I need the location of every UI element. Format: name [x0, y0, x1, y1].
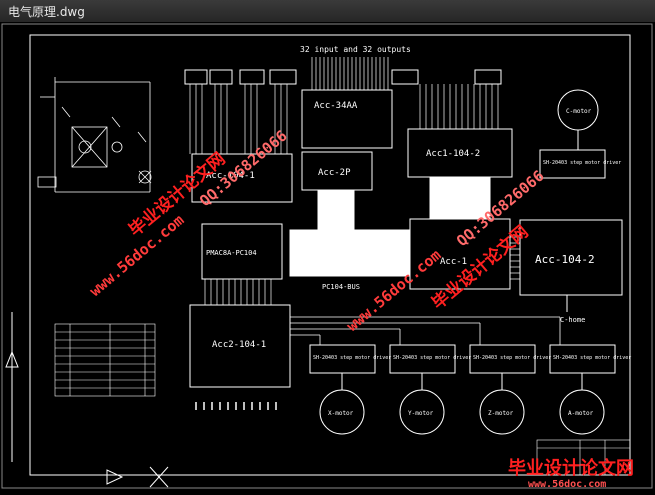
connector-3 — [239, 69, 265, 85]
label-acc2p: Acc-2P — [318, 168, 351, 178]
ribbon-top-center — [311, 57, 389, 90]
motor-x-label: X-motor — [328, 410, 354, 417]
connector-4 — [269, 69, 297, 85]
connector-6 — [474, 69, 502, 85]
outer-frame — [1, 23, 653, 489]
bus-bar — [289, 229, 411, 277]
connector-1 — [184, 69, 208, 85]
bus-riser-right — [429, 176, 491, 220]
window-titlebar: 电气原理.dwg — [0, 0, 655, 23]
motor-a-label: A-motor — [568, 410, 594, 417]
driver-c-label: SH-20403 step motor driver — [543, 160, 621, 166]
relay-schematic — [37, 77, 152, 193]
connector-5 — [391, 69, 419, 85]
sheet-border — [29, 34, 631, 476]
label-bus: PC104-BUS — [322, 283, 360, 291]
label-acc2-104-1: Acc2-104-1 — [212, 340, 266, 350]
label-acc34aa: Acc-34AA — [314, 101, 358, 111]
block-acc34aa — [301, 89, 393, 149]
label-acc104-2-right: Acc-104-2 — [535, 253, 595, 266]
cross-b — [149, 466, 169, 488]
connector-2 — [209, 69, 233, 85]
drawing-svg: 32 input and 32 outputs Acc-34AA Acc-2P … — [1, 23, 653, 490]
label-home: C-home — [560, 316, 585, 324]
label-acc104-2-top: Acc1-104-2 — [426, 149, 480, 159]
window-title: 电气原理.dwg — [8, 5, 85, 19]
bus-riser — [317, 189, 355, 233]
driver-c — [539, 149, 606, 179]
block-acc2-104-1 — [189, 304, 291, 388]
arrow-symbol — [106, 469, 124, 485]
block-acc104-2-right — [519, 219, 623, 296]
ribbon-top-right — [419, 84, 499, 129]
drawing-header: 32 input and 32 outputs — [300, 45, 411, 54]
parts-table — [54, 323, 156, 397]
title-block — [536, 439, 631, 476]
ribbon-mid-left — [204, 279, 272, 305]
watermarks: www.56doc.com QQ:306826066 毕业设计论文网 www.5… — [86, 127, 634, 490]
motor-y-label: Y-motor — [408, 410, 434, 417]
axis-triangle — [5, 350, 19, 368]
block-pmac — [201, 223, 283, 280]
motor-c-label: C-motor — [566, 108, 592, 115]
cad-canvas[interactable]: 32 input and 32 outputs Acc-34AA Acc-2P … — [0, 22, 655, 491]
label-acc104-1: Acc-104-1 — [206, 171, 255, 181]
block-acc104-1 — [191, 153, 293, 203]
ribbon-top-left — [189, 84, 288, 154]
driver-x-label: SH-20403 step motor driver — [313, 355, 391, 361]
watermark-footer-site: www.56doc.com — [528, 479, 606, 490]
ribbon-right-block — [510, 236, 520, 280]
motor-z-label: Z-motor — [488, 410, 514, 417]
driver-a-label: SH-20403 step motor driver — [553, 355, 631, 361]
terminal-strip — [195, 402, 277, 410]
label-acc104-mid: Acc-1 — [440, 257, 467, 267]
label-pmac: PMAC8A-PC104 — [206, 249, 257, 257]
driver-z-label: SH-20403 step motor driver — [473, 355, 551, 361]
driver-wiring — [290, 316, 561, 345]
watermark-footer-brand: 毕业设计论文网 — [508, 457, 634, 479]
driver-y-label: SH-20403 step motor driver — [393, 355, 471, 361]
